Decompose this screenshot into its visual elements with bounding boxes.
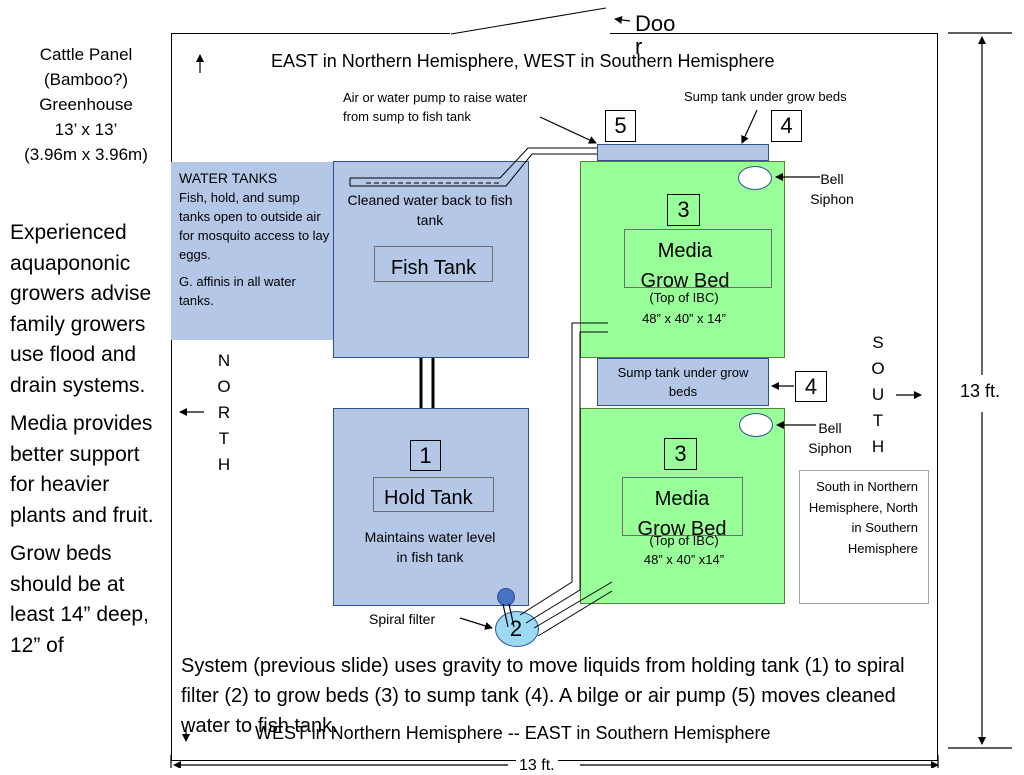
grow-bed-top-number-box: 3 — [667, 194, 700, 226]
hold-tank-label: Hold Tank — [373, 477, 494, 512]
dimension-right-label: 13 ft. — [960, 381, 1001, 402]
hold-to-filter-pipe — [502, 603, 515, 628]
door-arrow — [614, 15, 631, 24]
note-flood-drain: Experienced aquapononic growers advise f… — [10, 221, 152, 397]
grow-bed-bottom-label-frame — [622, 477, 743, 536]
filter-to-bed-pipe — [519, 322, 613, 637]
bell-siphon-top-label: Bell Siphon — [810, 171, 854, 207]
grow-bed-bottom-number-box: 3 — [664, 438, 697, 470]
spiral-filter-arrow — [459, 617, 493, 630]
south-letter-t: T — [872, 411, 884, 430]
door-label: Doo r — [635, 11, 676, 59]
title-line-1: Cattle Panel — [39, 45, 133, 64]
sump-note-middle: Sump tank under grow beds — [617, 365, 749, 399]
north-letter-r: R — [217, 403, 231, 422]
dimension-bottom-line — [170, 755, 939, 768]
grow-bed-top-label-frame — [624, 229, 772, 288]
water-tanks-line-2: G. affinis in all water tanks. — [179, 274, 296, 308]
bell-siphon-bottom — [739, 413, 773, 437]
north-letter-t: T — [218, 429, 230, 448]
bell-siphon-top — [738, 166, 772, 190]
pump-note: Air or water pump to raise water from su… — [343, 90, 528, 124]
south-letter-o: O — [871, 359, 885, 378]
title-line-3: Greenhouse — [39, 95, 133, 114]
north-label: N O R T H — [214, 348, 234, 478]
pump-number-box: 5 — [605, 110, 636, 142]
south-label: S O U T H — [868, 330, 888, 460]
water-tanks-line-1: Fish, hold, and sump tanks open to outsi… — [179, 190, 330, 262]
pump-note-arrow — [539, 116, 597, 144]
sump-note-top: Sump tank under grow beds — [684, 89, 847, 104]
sump-top-arrow — [741, 109, 758, 144]
top-direction-label: EAST in Northern Hemisphere, WEST in Sou… — [271, 51, 775, 71]
pump-return-pipe — [349, 147, 597, 187]
hold-tank-number-box: 1 — [410, 440, 441, 471]
door-gap — [450, 31, 610, 35]
water-tanks-note: WATER TANKS Fish, hold, and sump tanks o… — [179, 169, 331, 310]
sump-number-box-top: 4 — [771, 110, 802, 142]
sump-number-box-middle: 4 — [795, 371, 827, 402]
bell-siphon-bottom-label: Bell Siphon — [808, 420, 852, 456]
grow-bed-bottom-dims: 48” x 40” x14” — [643, 552, 725, 567]
tank-connector — [419, 358, 435, 408]
note-grow-bed-depth: Grow beds should be at least 14” deep, 1… — [10, 542, 149, 657]
south-letter-h: H — [871, 437, 885, 456]
water-tanks-heading: WATER TANKS — [179, 170, 278, 186]
north-letter-h: H — [217, 455, 231, 474]
spiral-filter-label: Spiral filter — [369, 611, 436, 627]
grow-bed-top-ibc: (Top of IBC) — [649, 290, 719, 305]
title-line-2: (Bamboo?) — [43, 70, 129, 89]
hold-tank — [333, 408, 529, 606]
grow-bed-top-dims: 48” x 40” x 14” — [642, 311, 726, 326]
title-line-5: (3.96m x 3.96m) — [24, 145, 148, 164]
spiral-filter-inlet — [497, 588, 515, 606]
grow-bed-top — [580, 161, 785, 358]
fish-tank — [333, 161, 529, 358]
grow-bed-bottom-ibc: (Top of IBC) — [649, 533, 719, 548]
sump-tank-top — [597, 144, 769, 161]
cleaned-water-note: Cleaned water back to fish tank — [347, 192, 513, 228]
grow-bed-bottom — [580, 408, 785, 604]
note-media-support: Media provides better support for heavie… — [10, 412, 154, 527]
water-tanks-panel — [171, 162, 334, 340]
bottom-direction-label: WEST in Northern Hemisphere -- EAST in S… — [255, 723, 771, 743]
south-letter-s: S — [872, 333, 884, 352]
fish-tank-label: Fish Tank — [374, 246, 493, 282]
grow-bed-bottom-label: Media Grow Bed — [637, 488, 727, 540]
south-note: South in Northern Hemisphere, North in S… — [808, 479, 918, 556]
sump-tank-middle — [597, 358, 769, 406]
system-note: System (previous slide) uses gravity to … — [181, 655, 905, 737]
hold-tank-note: Maintains water level in fish tank — [364, 529, 496, 565]
title-line-4: 13’ x 13’ — [54, 120, 118, 139]
south-note-box — [799, 470, 929, 604]
left-notes: Experienced aquapononic growers advise f… — [10, 218, 162, 661]
dimension-right-line — [948, 32, 1012, 749]
spiral-filter — [495, 611, 539, 647]
grow-bed-top-label: Media Grow Bed — [640, 240, 730, 292]
greenhouse-title: Cattle Panel (Bamboo?) Greenhouse 13’ x … — [2, 42, 170, 167]
north-letter-o: O — [217, 377, 231, 396]
north-letter-n: N — [217, 351, 231, 370]
south-letter-u: U — [871, 385, 885, 404]
door-swing-line — [450, 7, 607, 35]
